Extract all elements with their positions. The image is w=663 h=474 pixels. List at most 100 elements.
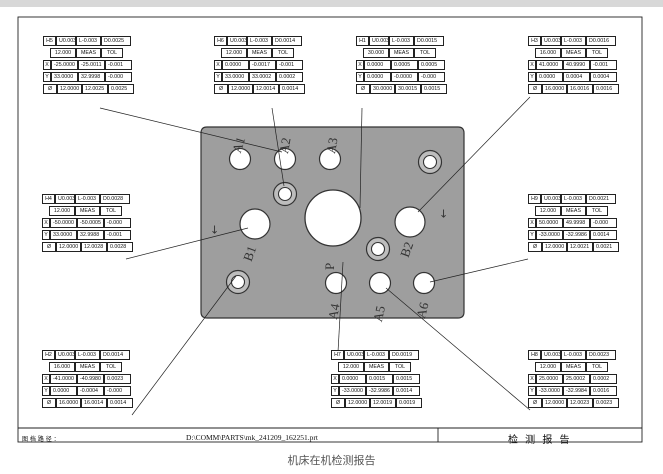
frame-x-measured: 49.9998: [563, 218, 590, 228]
axis-x-label: X: [42, 218, 50, 228]
frame-y-deviation: 0.0014: [590, 230, 617, 240]
frame-upper-limit: U0.003: [541, 36, 561, 46]
frame-y-nominal: 33.0000: [222, 72, 249, 82]
frame-x-deviation: -0.001: [105, 60, 132, 70]
direction-arrow-right: ←: [437, 208, 451, 219]
frame-deviation: D0.0028: [100, 194, 130, 204]
frame-dia-measured: 16.0016: [567, 84, 593, 94]
frame-nominal: 16.000: [49, 362, 75, 372]
frame-id: H2: [42, 350, 55, 360]
frame-nominal: 12.000: [338, 362, 364, 372]
hole-bottom-left-counterbore: [225, 269, 251, 295]
frame-id: H7: [331, 350, 344, 360]
hole-left-counterbore: [272, 181, 298, 207]
frame-y-measured: 33.0002: [249, 72, 276, 82]
frame-tol-label: TOL: [389, 362, 411, 372]
frame-dia-deviation: 0.0025: [108, 84, 134, 94]
frame-x-nominal: 50.0000: [536, 218, 563, 228]
axis-x-label: X: [42, 374, 50, 384]
frame-y-deviation: 0.0014: [393, 386, 420, 396]
frame-dia-deviation: 0.0021: [593, 242, 619, 252]
frame-dia-deviation: 0.0028: [107, 242, 133, 252]
frame-dia-measured: 30.0015: [395, 84, 421, 94]
frame-nominal: 12.000: [535, 206, 561, 216]
leader-h6: [271, 107, 285, 187]
hole-a2: [273, 147, 297, 171]
frame-tol-label: TOL: [586, 362, 608, 372]
frame-meas-label: MEAS: [561, 362, 586, 372]
diameter-symbol-icon: Ø: [43, 84, 57, 94]
frame-deviation: D0.0014: [272, 36, 302, 46]
diameter-symbol-icon: Ø: [214, 84, 228, 94]
hole-a1: [228, 147, 252, 171]
frame-dia-measured: 12.0014: [253, 84, 279, 94]
frame-meas-label: MEAS: [364, 362, 389, 372]
label-a2: A2: [276, 136, 294, 155]
hole-a5: [368, 271, 392, 295]
frame-lower-limit: L-0.003: [561, 350, 586, 360]
frame-id: H4: [42, 194, 55, 204]
frame-y-measured: -0.0004: [77, 386, 104, 396]
diameter-symbol-icon: Ø: [331, 398, 345, 408]
frame-nominal: 12.000: [535, 362, 561, 372]
frame-y-deviation: -0.000: [104, 386, 131, 396]
frame-x-deviation: 0.0002: [590, 374, 617, 384]
frame-x-nominal: -25.0000: [51, 60, 78, 70]
frame-x-measured: -0.0017: [249, 60, 276, 70]
frame-upper-limit: U0.003: [227, 36, 247, 46]
frame-dia-measured: 16.0014: [81, 398, 107, 408]
frame-x-nominal: 0.0000: [339, 374, 366, 384]
frame-x-measured: 25.0002: [563, 374, 590, 384]
frame-y-deviation: -0.001: [104, 230, 131, 240]
frame-lower-limit: L-0.003: [75, 350, 100, 360]
label-a5: A5: [370, 304, 388, 324]
frame-x-deviation: -0.000: [590, 218, 617, 228]
frame-dia-deviation: 0.0014: [279, 84, 305, 94]
frame-upper-limit: U0.003: [55, 350, 75, 360]
leader-h9: [429, 258, 529, 283]
frame-y-deviation: -0.000: [105, 72, 132, 82]
frame-dia-nominal: 12.0000: [542, 398, 567, 408]
frame-dia-deviation: 0.0023: [593, 398, 619, 408]
frame-y-nominal: 0.0000: [364, 72, 391, 82]
frame-dia-deviation: 0.0015: [421, 84, 447, 94]
frame-meas-label: MEAS: [75, 206, 100, 216]
frame-deviation: D0.0025: [101, 36, 131, 46]
frame-tol-label: TOL: [101, 48, 123, 58]
frame-upper-limit: U0.003: [55, 194, 75, 204]
frame-y-measured: 0.0004: [563, 72, 590, 82]
frame-dia-nominal: 12.0000: [56, 242, 81, 252]
frame-lower-limit: L-0.003: [389, 36, 414, 46]
label-a4: A4: [325, 302, 343, 321]
direction-arrow-left: ←: [208, 224, 222, 235]
label-p: P: [322, 262, 337, 270]
title-block-report-title: 检 测 报 告: [508, 435, 572, 446]
frame-meas-label: MEAS: [389, 48, 414, 58]
frame-deviation: D0.0015: [414, 36, 444, 46]
frame-y-nominal: 0.0000: [536, 72, 563, 82]
frame-meas-label: MEAS: [75, 362, 100, 372]
frame-x-nominal: -41.0000: [50, 374, 77, 384]
frame-upper-limit: U0.003: [541, 194, 561, 204]
frame-y-measured: 32.9988: [77, 230, 104, 240]
frame-deviation: D0.0016: [586, 36, 616, 46]
